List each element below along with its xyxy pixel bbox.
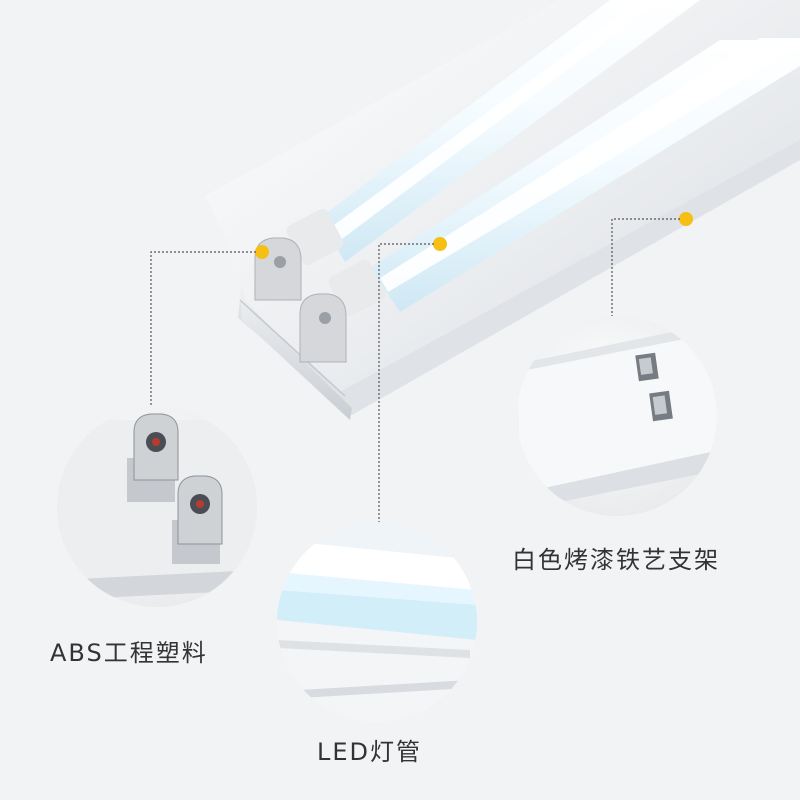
leader-line-tube: [378, 243, 434, 522]
led-tube-upper: [320, 0, 700, 262]
led-tubes: [320, 0, 800, 312]
leader-line-frame: [611, 218, 680, 316]
marker-dot-tube: [433, 237, 447, 251]
leader-lines: [150, 218, 680, 522]
frame-label: 白色烤漆铁艺支架: [512, 546, 720, 574]
detail-circle-tube: [277, 522, 477, 722]
tube-label: LED灯管: [317, 738, 423, 766]
holder-label: ABS工程塑料: [50, 639, 208, 667]
marker-dot-holder: [255, 245, 269, 259]
fixture-end-cap: [238, 262, 352, 420]
detail-circle-holder: [57, 407, 257, 607]
lamp-holder-lower: [299, 293, 347, 363]
detail-circle-frame: [517, 316, 717, 516]
marker-dot-frame: [679, 212, 693, 226]
leader-line-holder: [150, 251, 256, 407]
